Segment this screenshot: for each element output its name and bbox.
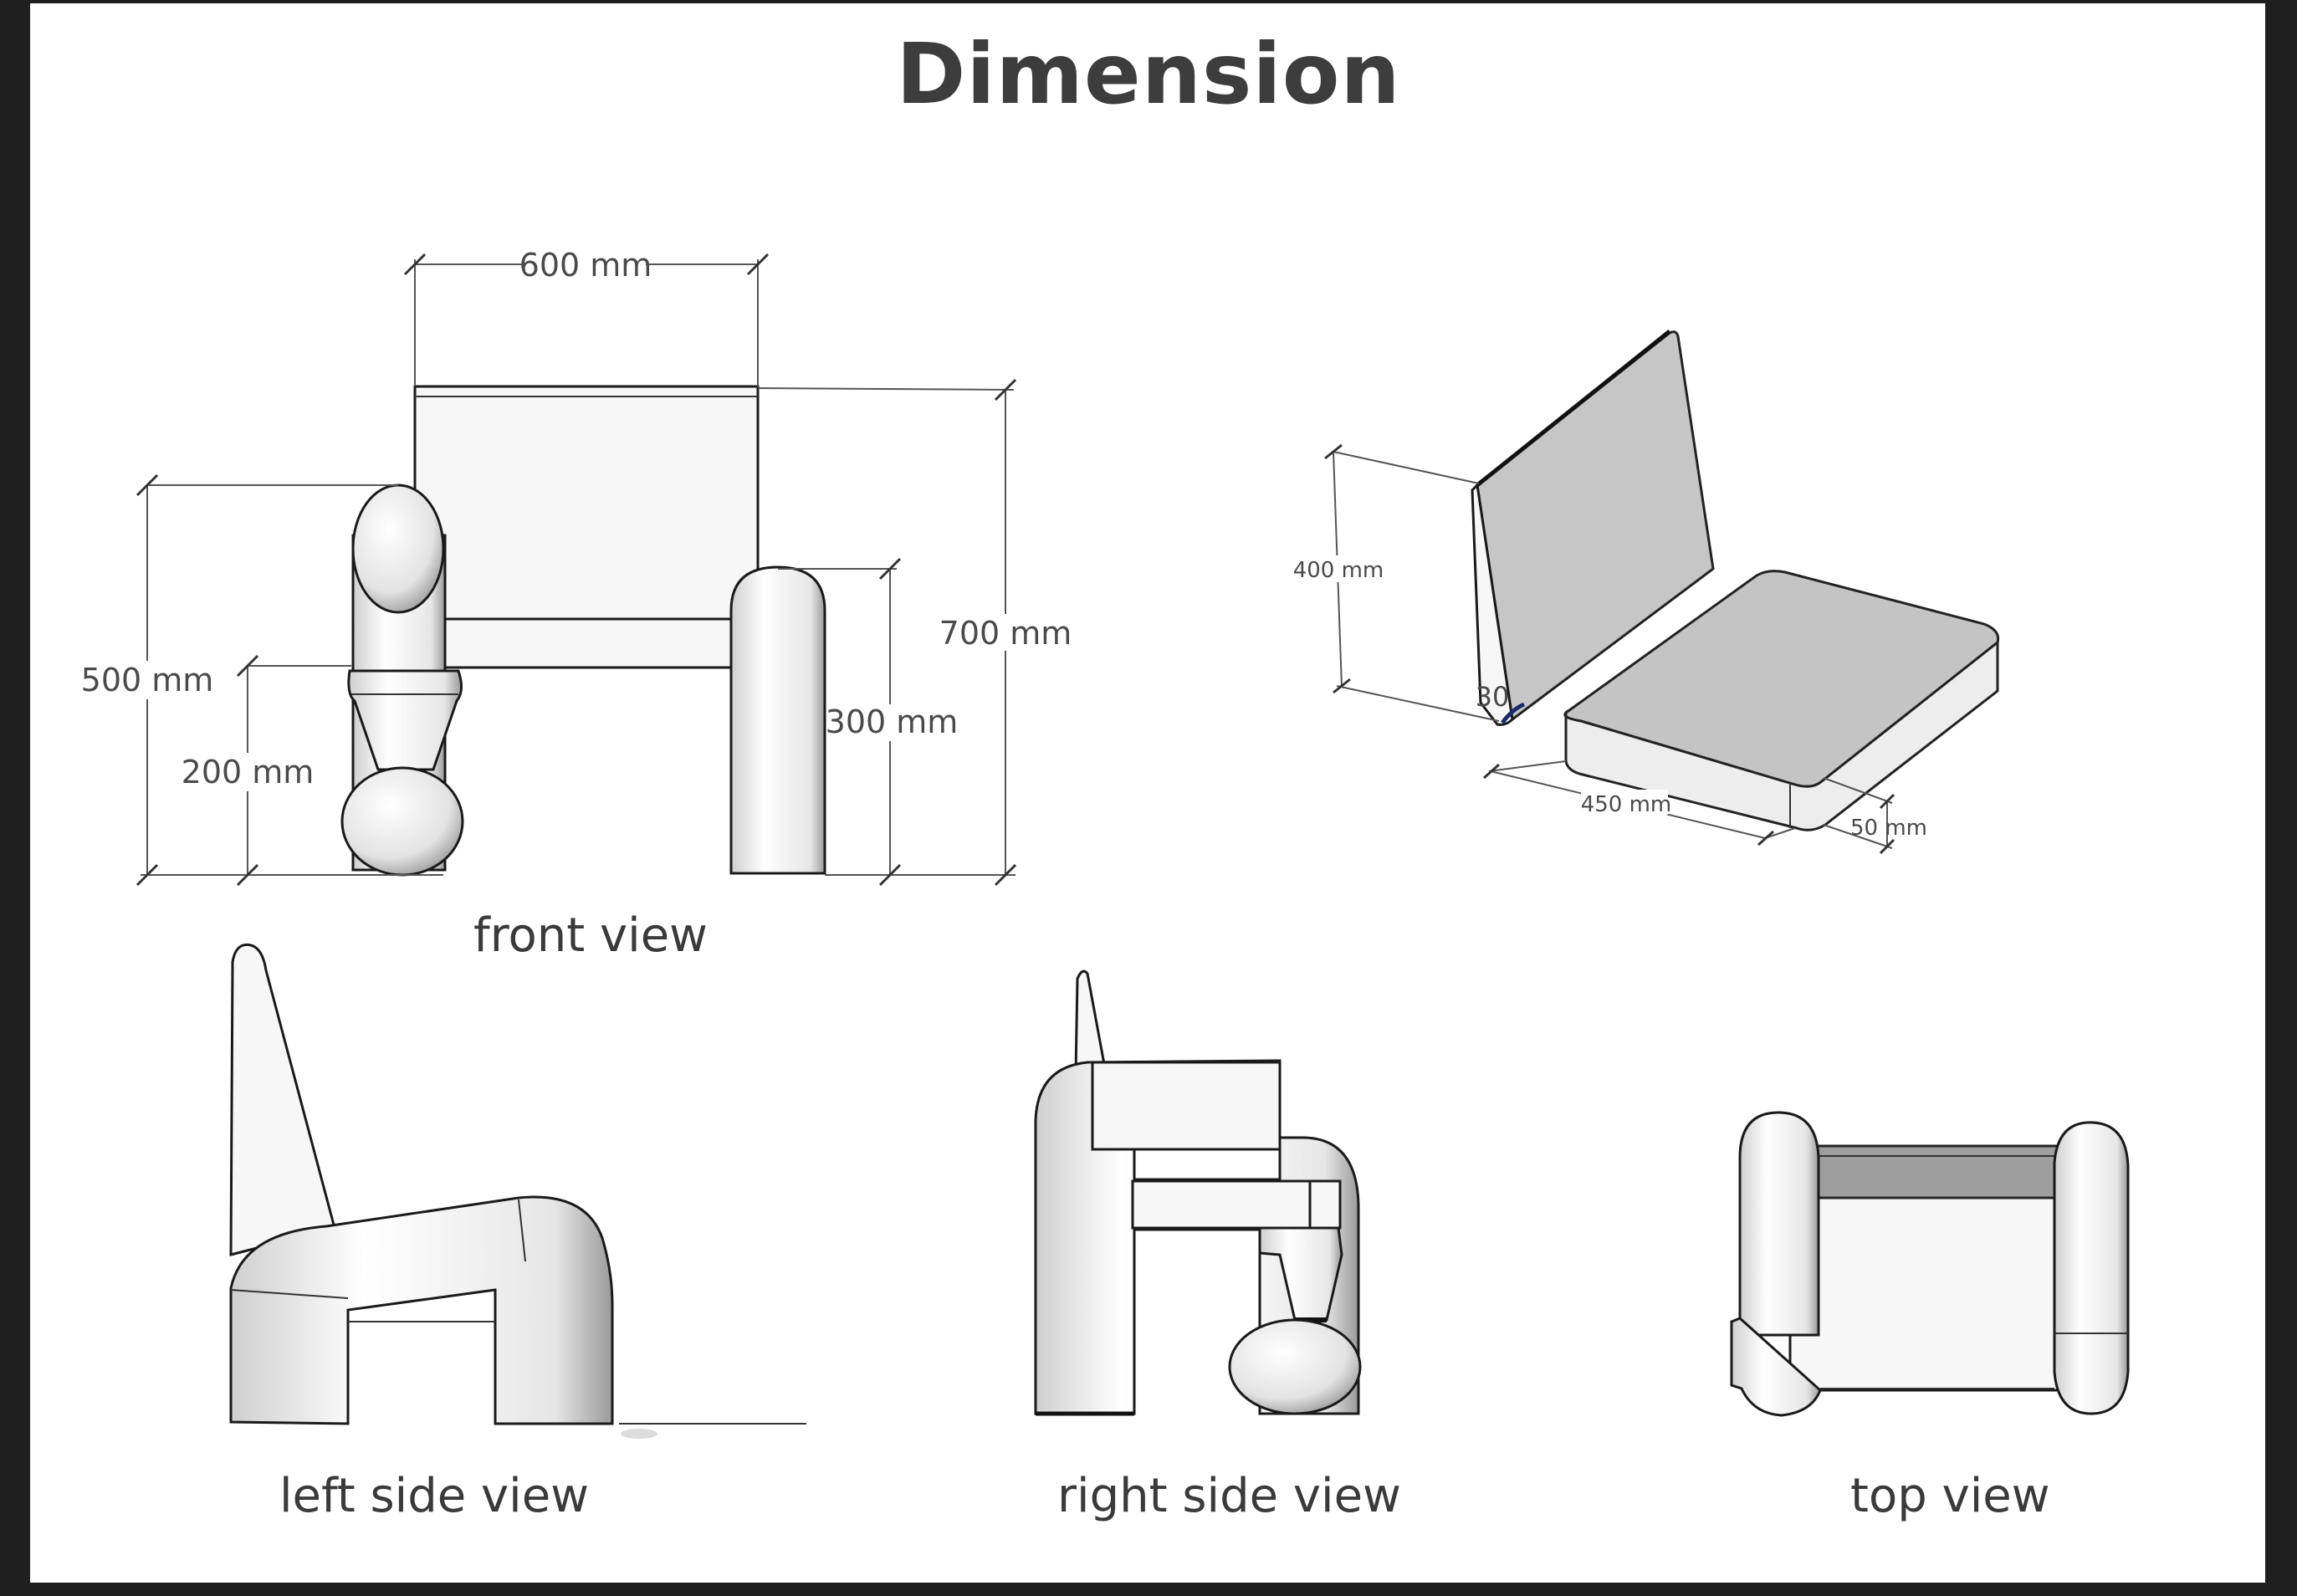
dim-400: 400 mm [1293, 558, 1384, 583]
caption-front-view: front view [473, 908, 708, 963]
left-backrest-fin [229, 943, 336, 1256]
caption-right-side-view: right side view [1057, 1469, 1401, 1523]
dim-200: 200 mm [182, 754, 315, 790]
right-backrest-fin [1074, 969, 1106, 1077]
dim-50: 50 mm [1850, 816, 1927, 841]
front-right-leg [729, 565, 826, 875]
top-right-tube [2053, 1121, 2130, 1415]
left-side-view [229, 943, 806, 1439]
dim-angle-30: 30 [1476, 681, 1510, 713]
dim-450: 450 mm [1581, 792, 1672, 817]
front-cone [347, 669, 463, 771]
right-ball-foot [1228, 1318, 1362, 1415]
caption-top-view: top view [1850, 1469, 2050, 1523]
dim-300: 300 mm [826, 703, 959, 740]
top-view [1730, 1111, 2130, 1417]
front-backrest [413, 385, 760, 622]
right-side-view [1034, 969, 1362, 1416]
front-left-arm-oval [351, 483, 445, 614]
iso-view: 400 mm 30 450 mm 50 mm [1293, 330, 2000, 855]
left-arch-body [229, 1195, 614, 1425]
page-title: Dimension [896, 25, 1401, 123]
top-backrest-strip [1788, 1144, 2078, 1200]
dim-700: 700 mm [939, 615, 1072, 652]
dim-500: 500 mm [81, 662, 214, 698]
front-view: 600 mm 700 mm 300 mm 500 mm 200 mm [81, 247, 1072, 887]
front-ball-foot [340, 766, 464, 877]
caption-left-side-view: left side view [279, 1469, 589, 1523]
dim-600: 600 mm [519, 247, 652, 284]
top-left-tube [1738, 1111, 1820, 1337]
